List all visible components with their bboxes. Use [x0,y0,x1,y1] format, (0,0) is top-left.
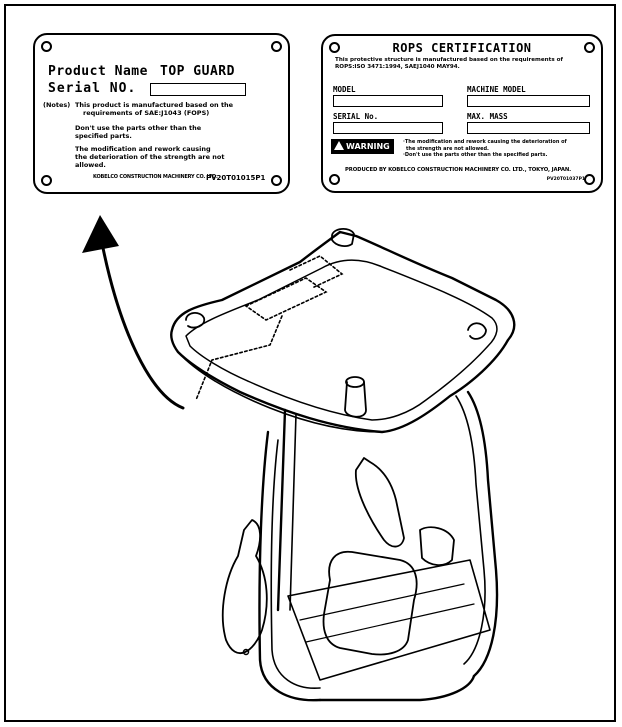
label-leader-line [195,315,283,401]
frame-left-tube-inner [270,439,321,689]
left-control-lever [221,519,268,654]
top-guard-plate: Product Name TOP GUARD Serial NO. (Notes… [33,33,290,194]
note-3-line: the deterioration of the strength are no… [75,153,225,161]
mounting-hole [329,42,340,53]
canopy-lip [177,351,383,433]
notes-label: (Notes) [43,101,71,109]
mounting-hole [271,175,282,186]
frame-bottom-tube [318,674,476,702]
control-lever-right [355,457,405,548]
top-boss [331,228,355,247]
rops-certification-plate: ROPS CERTIFICATION This protective struc… [321,34,603,193]
pillar-right-inner [455,395,486,665]
mounting-hole [41,175,52,186]
product-name-value: TOP GUARD [160,64,235,79]
label-location-outline [244,277,328,321]
pillar-left-outer [276,408,287,612]
front-pin [344,381,367,418]
warning-line: ·Don't use the parts other than the spec… [403,152,548,158]
serial-no-label: SERIAL No. [333,112,379,121]
rops-title: ROPS CERTIFICATION [392,41,532,55]
lift-eye-left [185,312,206,329]
warning-triangle-icon [334,141,344,150]
note-1-line: requirements of SAE:J1043 (FOPS) [83,109,210,117]
rops-intro: This protective structure is manufacture… [335,57,563,71]
note-3-line: allowed. [75,161,106,169]
mounting-hole [584,42,595,53]
operator-seat [322,550,418,656]
serial-label: Serial NO. [48,81,137,96]
rops-intro-line: This protective structure is manufacture… [335,57,563,63]
rops-intro-line: ROPS:ISO 3471:1994, SAEJ1040 MAY94. [335,64,460,70]
note-2: Don't use the parts other than the speci… [75,124,201,140]
model-label: MODEL [333,85,356,94]
machine-model-label: MACHINE MODEL [467,85,526,94]
note-2-line: Don't use the parts other than the [75,124,202,132]
rops-part-code: PV20T01037P1 [546,177,585,182]
maker-name: KOBELCO CONSTRUCTION MACHINERY CO. LTD. [93,174,218,180]
console-right [419,526,455,566]
model-field [333,95,443,107]
lift-eye-right [467,322,487,340]
product-name-label: Product Name [48,64,148,79]
mounting-hole [329,174,340,185]
warning-text: ·The modification and rework causing the… [403,139,599,159]
max-mass-label: MAX. MASS [467,112,508,121]
canopy-shell [170,230,516,434]
mounting-hole [584,174,595,185]
front-pin-head [345,376,365,388]
machine-model-field [467,95,590,107]
lever-pivot [242,648,250,656]
canopy-rim [185,259,498,421]
serial-field [150,83,246,96]
pillar-left-inner [289,413,297,611]
warning-badge: WARNING [331,139,394,154]
serial-no-field [333,122,443,134]
note-2-line: specified parts. [75,132,132,140]
note-1: This product is manufactured based on th… [75,101,287,117]
max-mass-field [467,122,590,134]
note-1-line: This product is manufactured based on th… [75,101,234,109]
produced-by: PRODUCED BY KOBELCO CONSTRUCTION MACHINE… [345,167,572,173]
note-3-line: The modification and rework causing [75,145,211,153]
warning-line: the strength are not allowed. [406,145,489,152]
label-location-outline [289,255,344,289]
mounting-hole [271,41,282,52]
note-3: The modification and rework causing the … [75,145,224,169]
frame-left-tube [258,430,322,702]
part-code: PV20T01015P1 [206,174,266,182]
pointer-arrowhead [82,215,119,253]
floor-detail [299,583,465,621]
floor-plate [287,559,491,681]
mounting-hole [41,41,52,52]
warning-line: ·The modification and rework causing the… [403,139,567,145]
warning-label: WARNING [346,142,390,151]
pointer-arrow-shaft [101,246,185,410]
pillar-right-outer [466,390,499,678]
floor-detail [305,603,475,643]
